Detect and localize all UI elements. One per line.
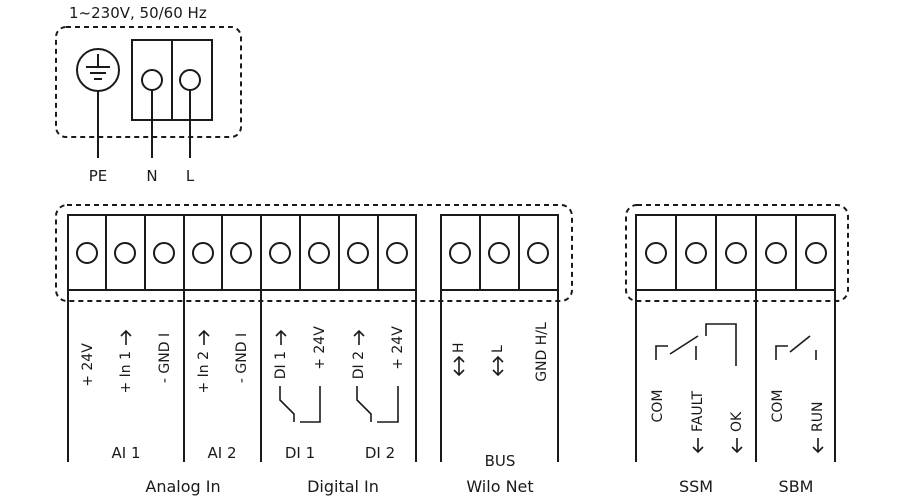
arrow-up-icon <box>198 329 210 345</box>
svg-text:+ In 1: + In 1 <box>118 351 134 394</box>
arrow-down-icon <box>812 438 824 454</box>
earth-icon <box>76 48 120 92</box>
bus-terminal-h: H <box>451 342 467 377</box>
digital-terminal-di2: DI 2 <box>351 329 367 379</box>
sbm-terminal-run: RUN <box>810 402 826 454</box>
analog-terminal-label: + 24V <box>80 343 96 387</box>
sbm-label: SBM <box>779 477 814 496</box>
svg-text:+ In 2: + In 2 <box>196 351 212 394</box>
ai1-label: AI 1 <box>112 444 141 462</box>
ssm-label: SSM <box>679 477 713 496</box>
wilo-net-label: Wilo Net <box>466 477 533 496</box>
analog-terminal-in2: + In 2 <box>196 329 212 394</box>
ssm-terminal-fault: FAULT <box>690 391 706 454</box>
terminal-pe-label: PE <box>89 167 108 185</box>
digital-terminal-label: + 24V <box>312 326 328 370</box>
ai2-label: AI 2 <box>208 444 237 462</box>
arrow-down-icon <box>731 438 743 454</box>
svg-text:DI 2: DI 2 <box>351 351 367 379</box>
bus-terminal-block <box>440 214 559 291</box>
supply-label: 1~230V, 50/60 Hz <box>69 4 207 22</box>
control-terminals-frame <box>55 204 573 302</box>
di1-contact-icon <box>279 386 321 423</box>
analog-terminal-label: - GND I <box>234 333 250 383</box>
ssm-terminal-ok: OK <box>729 411 745 454</box>
double-arrow-icon <box>492 355 504 377</box>
digital-terminal-di1: DI 1 <box>273 329 289 379</box>
sbm-relay-icon <box>775 335 817 360</box>
analog-in-label: Analog In <box>145 477 220 496</box>
arrow-up-icon <box>275 329 287 345</box>
ssm-relay-icon <box>655 323 737 366</box>
double-arrow-icon <box>453 355 465 377</box>
di2-label: DI 2 <box>365 444 395 462</box>
io-terminal-block <box>67 214 417 291</box>
relay-terminals-frame <box>625 204 849 302</box>
bus-label: BUS <box>485 452 516 470</box>
arrow-up-icon <box>120 329 132 345</box>
arrow-down-icon <box>692 438 704 454</box>
svg-text:L: L <box>490 345 506 353</box>
digital-terminal-label: + 24V <box>390 326 406 370</box>
analog-terminal-in1: + In 1 <box>118 329 134 394</box>
svg-text:OK: OK <box>729 411 745 432</box>
bus-terminal-label: GND H/L <box>534 322 550 382</box>
svg-text:FAULT: FAULT <box>690 391 706 432</box>
analog-terminal-label: - GND I <box>157 333 173 383</box>
terminal-n-label: N <box>146 167 157 185</box>
supply-frame <box>55 26 242 138</box>
svg-text:DI 1: DI 1 <box>273 351 289 379</box>
arrow-up-icon <box>353 329 365 345</box>
sbm-terminal-label: COM <box>770 390 786 423</box>
digital-in-label: Digital In <box>307 477 379 496</box>
relay-terminal-block <box>635 214 836 291</box>
bus-terminal-l: L <box>490 345 506 377</box>
ssm-terminal-label: COM <box>650 390 666 423</box>
supply-terminal-block <box>131 39 213 121</box>
svg-text:H: H <box>451 342 467 353</box>
terminal-l-label: L <box>186 167 195 185</box>
di1-label: DI 1 <box>285 444 315 462</box>
di2-contact-icon <box>356 386 399 423</box>
svg-text:RUN: RUN <box>810 402 826 432</box>
